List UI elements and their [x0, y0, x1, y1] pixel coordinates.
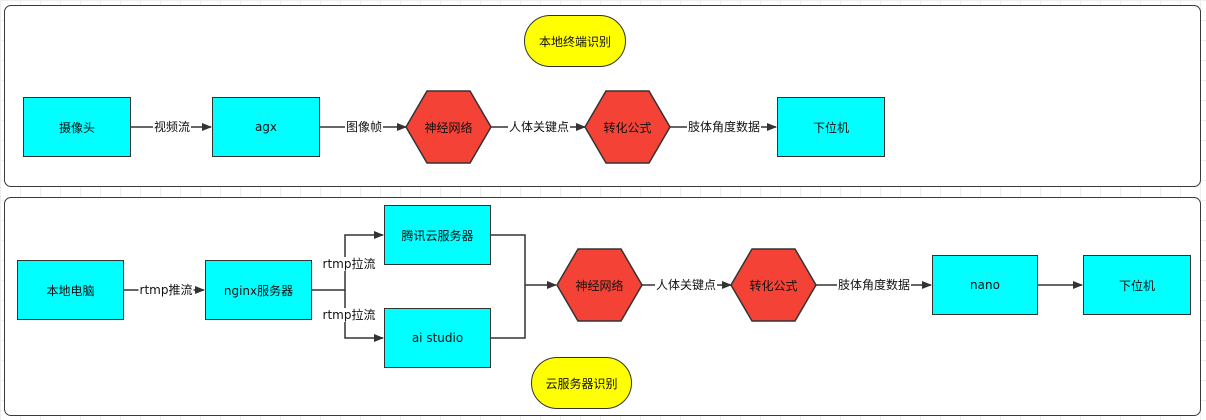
hexagon-shape — [584, 90, 671, 164]
nginx-server-node: nginx服务器 — [205, 260, 312, 320]
edge-label-keypoints-bottom: 人体关键点 — [654, 278, 718, 292]
lower-machine-node-bottom: 下位机 — [1083, 255, 1191, 315]
hexagon-shape — [556, 248, 643, 322]
edge-label-rtmp-push: rtmp推流 — [138, 283, 194, 297]
edge-label-keypoints-top: 人体关键点 — [507, 120, 571, 134]
edge-label-angle-bottom: 肢体角度数据 — [836, 278, 912, 292]
edge-label-angle-top: 肢体角度数据 — [686, 120, 762, 134]
agx-node: agx — [212, 97, 320, 157]
edge-label-rtmp-pull-lower: rtmp拉流 — [321, 308, 377, 322]
edge-nginx-aistudio — [344, 290, 384, 342]
local-pc-node: 本地电脑 — [17, 260, 124, 320]
lower-machine-node-top: 下位机 — [777, 97, 885, 157]
tencent-cloud-node: 腾讯云服务器 — [384, 205, 491, 265]
hexagon-shape — [405, 90, 492, 164]
nano-node: nano — [932, 255, 1038, 315]
neural-network-label: 神经网络 — [424, 120, 473, 135]
hexagon-shape — [730, 248, 817, 322]
convert-formula-label: 转化公式 — [749, 278, 798, 293]
neural-network-label: 神经网络 — [575, 278, 624, 293]
convert-formula-node-top: 转化公式 — [584, 90, 671, 164]
edge-label-video-stream: 视频流 — [152, 120, 192, 134]
edge-tencent-neural — [491, 234, 557, 289]
convert-formula-label: 转化公式 — [603, 120, 652, 135]
neural-network-node-top: 神经网络 — [405, 90, 492, 164]
edge-aistudio-neural — [491, 285, 526, 339]
neural-network-node-bottom: 神经网络 — [556, 248, 643, 322]
convert-formula-node-bottom: 转化公式 — [730, 248, 817, 322]
cloud-recognition-title: 云服务器识别 — [531, 357, 632, 409]
edge-label-image-frame: 图像帧 — [344, 120, 384, 134]
edge-label-rtmp-pull-upper: rtmp拉流 — [321, 257, 377, 271]
camera-node: 摄像头 — [23, 97, 131, 157]
local-recognition-title: 本地终端识别 — [524, 15, 626, 67]
ai-studio-node: ai studio — [384, 308, 491, 368]
